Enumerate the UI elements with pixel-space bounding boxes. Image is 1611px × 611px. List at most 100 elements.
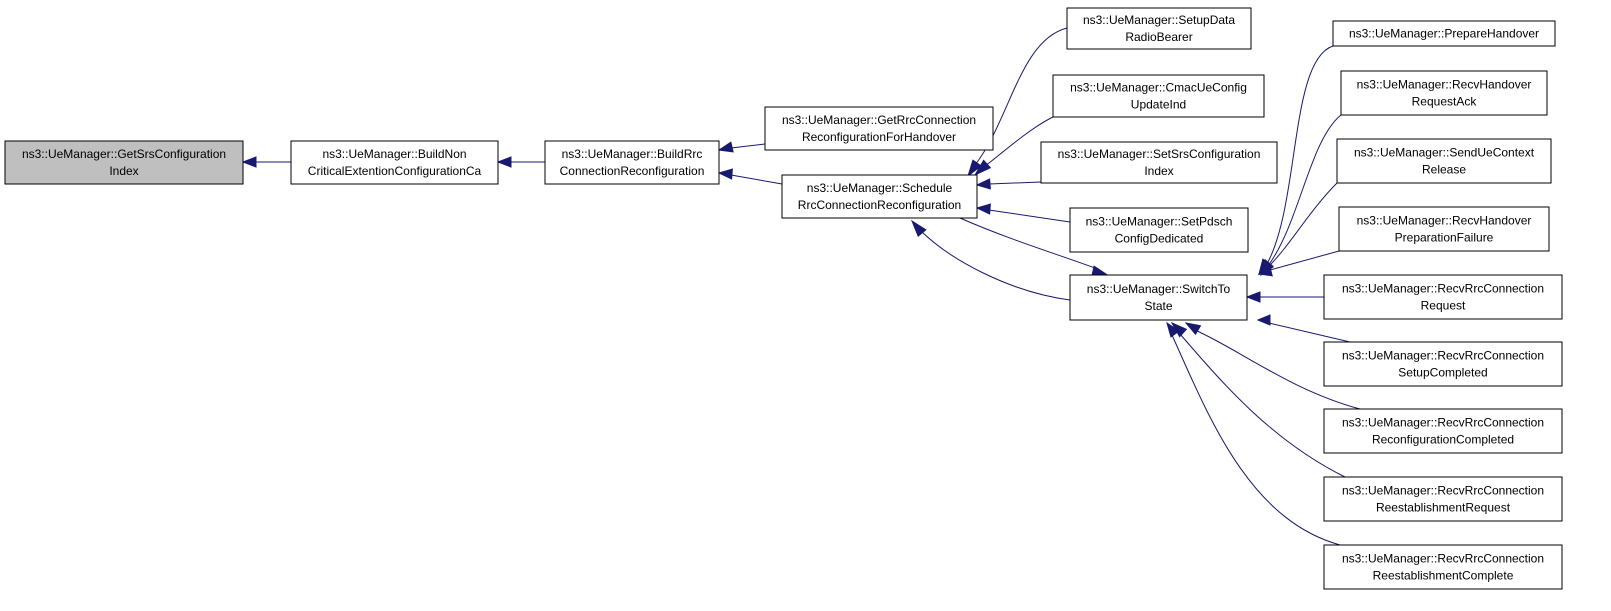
node-label-line: ns3::UeManager::GetRrcConnection: [782, 113, 976, 127]
node-label-line: RadioBearer: [1125, 30, 1192, 44]
edge-schedule-to-switchto: [959, 217, 1108, 277]
node-label-line: ns3::UeManager::RecvHandover: [1357, 214, 1532, 228]
edge-line: [1268, 322, 1351, 343]
edge-line: [1269, 114, 1342, 264]
arrowhead-icon: [717, 141, 734, 153]
node-prepare[interactable]: ns3::UeManager::PrepareHandover: [1332, 20, 1556, 47]
node-label-line: ns3::UeManager::SendUeContext: [1354, 146, 1535, 160]
edge-rrcreconf-to-switchto: [1184, 322, 1361, 410]
node-rrcreest[interactable]: ns3::UeManager::RecvRrcConnectionReestab…: [1323, 476, 1563, 522]
node-label-line: ConnectionReconfiguration: [560, 164, 705, 178]
arrowhead-icon: [1166, 321, 1180, 338]
node-box: [1040, 141, 1278, 184]
node-label-line: ns3::UeManager::SetupData: [1083, 13, 1235, 27]
edge-line: [988, 209, 1071, 223]
node-label-line: ns3::UeManager::RecvRrcConnection: [1342, 282, 1544, 296]
edge-buildnon-to-getsrs: [241, 156, 291, 168]
arrowhead-icon: [975, 178, 991, 190]
node-box: [1338, 206, 1550, 252]
edge-rrcreest-to-switchto: [1170, 321, 1346, 478]
node-label-line: PreparationFailure: [1395, 231, 1494, 245]
node-label-line: UpdateInd: [1131, 98, 1186, 112]
node-label-line: ns3::UeManager::GetSrsConfiguration: [22, 147, 226, 161]
edges-layer: [241, 27, 1361, 546]
edge-line: [988, 181, 1042, 185]
edge-line: [984, 116, 1054, 167]
node-box: [1066, 7, 1252, 50]
node-rrcreestc[interactable]: ns3::UeManager::RecvRrcConnectionReestab…: [1323, 544, 1563, 590]
node-box: [4, 140, 244, 185]
edge-line: [919, 229, 1071, 301]
arrowhead-icon: [967, 159, 982, 178]
node-box: [1069, 274, 1248, 321]
node-label-line: SetupCompleted: [1398, 366, 1487, 380]
node-label-line: ReestablishmentComplete: [1373, 569, 1514, 583]
arrowhead-icon: [241, 156, 257, 168]
node-buildrrc[interactable]: ns3::UeManager::BuildRrcConnectionReconf…: [544, 140, 720, 185]
node-box: [1323, 274, 1563, 320]
arrowhead-icon: [1091, 265, 1108, 277]
node-box: [1069, 207, 1249, 253]
arrowhead-icon: [1256, 314, 1271, 326]
node-box: [1332, 20, 1556, 47]
node-label-line: RrcConnectionReconfiguration: [798, 198, 961, 212]
edge-line: [730, 174, 783, 185]
node-label-line: ns3::UeManager::SwitchTo: [1087, 282, 1231, 296]
edge-recvhoack-to-switchto: [1259, 114, 1342, 276]
node-box: [1052, 74, 1265, 118]
node-label-line: ns3::UeManager::SetPdsch: [1086, 215, 1233, 229]
edge-line: [1179, 333, 1346, 478]
node-rrcreconf[interactable]: ns3::UeManager::RecvRrcConnectionReconfi…: [1323, 408, 1563, 454]
edge-setpdsch-to-schedule: [975, 203, 1071, 223]
node-getrrc[interactable]: ns3::UeManager::GetRrcConnectionReconfig…: [764, 106, 994, 151]
node-label-line: ns3::UeManager::BuildRrc: [562, 147, 703, 161]
node-box: [1323, 408, 1563, 454]
arrowhead-icon: [1184, 322, 1202, 336]
node-label-line: ns3::UeManager::CmacUeConfig: [1070, 81, 1247, 95]
arrowhead-icon: [975, 203, 991, 215]
edge-schedule-to-buildrrc: [717, 168, 783, 185]
node-label-line: State: [1144, 299, 1172, 313]
arrowhead-icon: [717, 168, 733, 180]
node-label-line: ns3::UeManager::RecvRrcConnection: [1342, 552, 1544, 566]
node-label-line: ns3::UeManager::RecvRrcConnection: [1342, 484, 1544, 498]
edge-line: [1267, 45, 1334, 263]
edge-buildrrc-to-buildnon: [496, 156, 545, 168]
edge-getrrc-to-buildrrc: [717, 141, 766, 153]
node-box: [1323, 341, 1563, 387]
arrowhead-icon: [973, 159, 992, 177]
edge-cmac-to-schedule: [973, 116, 1054, 177]
node-rrcsetup[interactable]: ns3::UeManager::RecvRrcConnectionSetupCo…: [1323, 341, 1563, 387]
node-label-line: ReconfigurationCompleted: [1372, 433, 1514, 447]
node-label-line: CriticalExtentionConfigurationCa: [308, 164, 482, 178]
node-recvhofail[interactable]: ns3::UeManager::RecvHandoverPreparationF…: [1338, 206, 1550, 252]
node-box: [290, 140, 499, 185]
edge-line: [730, 143, 766, 149]
arrowhead-icon: [1257, 265, 1273, 277]
node-label-line: Index: [109, 164, 138, 178]
node-buildnon[interactable]: ns3::UeManager::BuildNonCriticalExtentio…: [290, 140, 499, 185]
node-schedule[interactable]: ns3::UeManager::ScheduleRrcConnectionRec…: [781, 174, 978, 219]
node-label-line: RequestAck: [1412, 95, 1478, 109]
node-box: [1323, 544, 1563, 590]
node-box: [1323, 476, 1563, 522]
edge-setsrs-to-schedule: [975, 178, 1042, 190]
edge-rrcsetup-to-switchto: [1256, 314, 1351, 343]
edge-line: [1171, 334, 1341, 546]
edge-line: [1269, 250, 1340, 271]
node-label-line: ns3::UeManager::PrepareHandover: [1349, 27, 1539, 41]
node-label-line: ns3::UeManager::Schedule: [807, 181, 953, 195]
arrowhead-icon: [496, 156, 512, 168]
node-box: [1340, 70, 1548, 116]
